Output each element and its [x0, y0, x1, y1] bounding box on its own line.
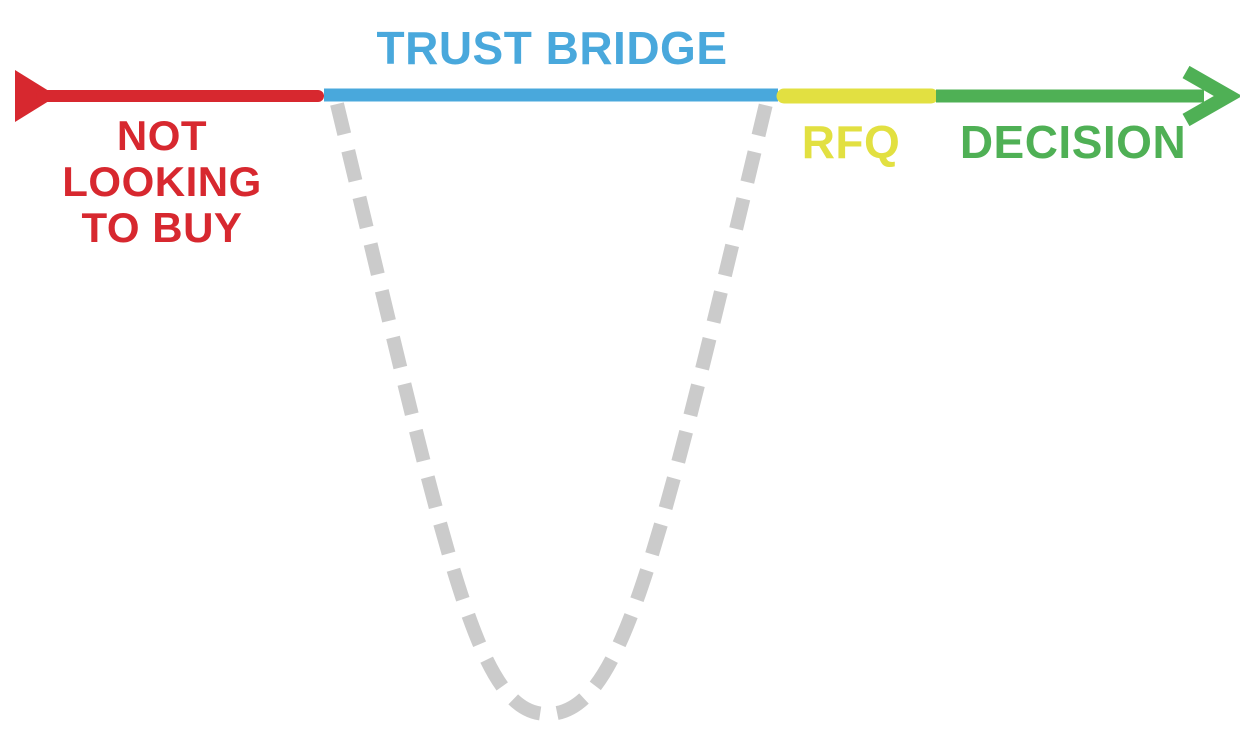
label-not-line1: NOT	[117, 112, 207, 159]
label-trust-bridge: TRUST BRIDGE	[377, 22, 728, 74]
trust-gap-dashed-curve	[330, 102, 773, 722]
label-not-line3: TO BUY	[82, 204, 243, 251]
label-decision: DECISION	[960, 116, 1186, 168]
label-rfq: RFQ	[802, 116, 901, 168]
label-not-line2: LOOKING	[62, 158, 262, 205]
timeline-end-arrowhead-icon	[1182, 65, 1240, 127]
